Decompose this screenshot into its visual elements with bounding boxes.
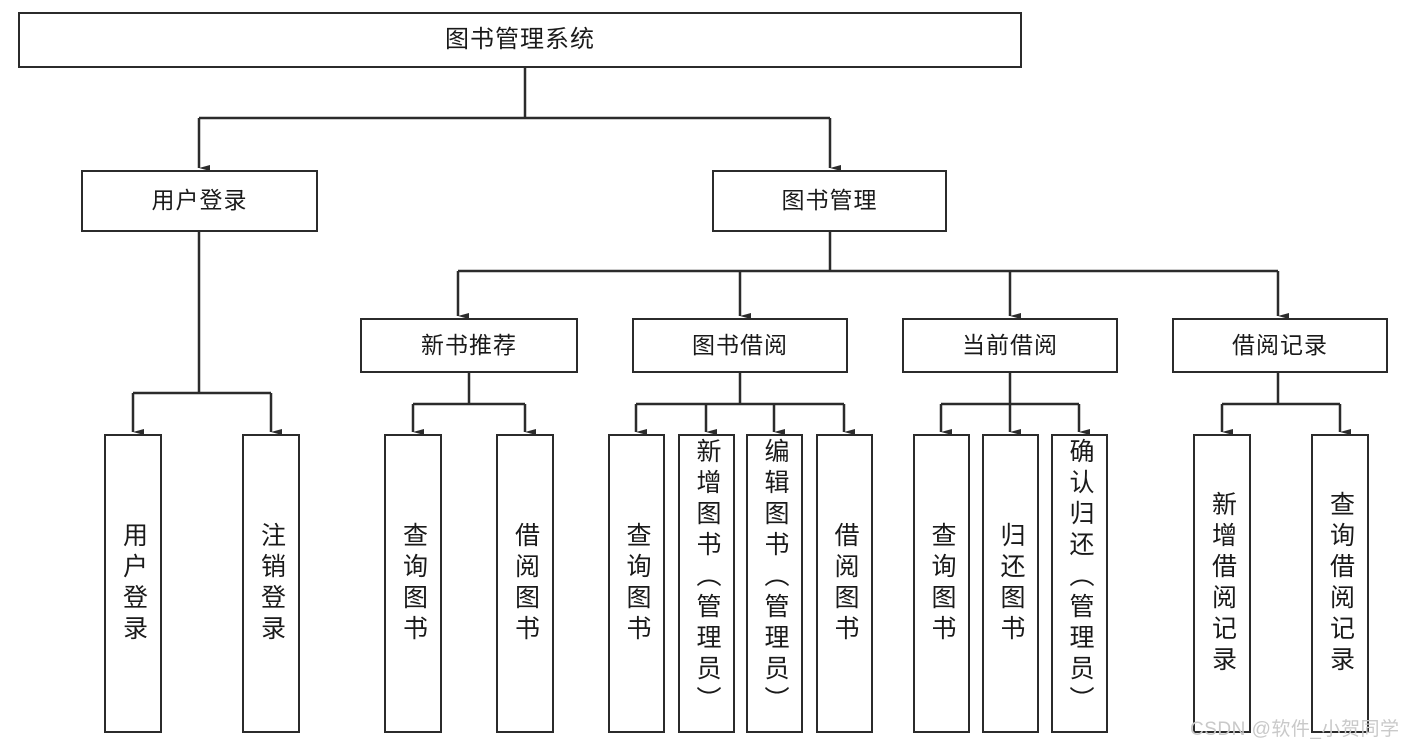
node-label: 图书管理系统 (445, 25, 595, 53)
node-label: 查询图书 (399, 521, 428, 646)
node-leaf-add-book-admin[interactable]: 新增图书（管理员） (678, 434, 735, 733)
node-root-book-management-system[interactable]: 图书管理系统 (18, 12, 1022, 68)
node-leaf-edit-book-admin[interactable]: 编辑图书（管理员） (746, 434, 803, 733)
node-label: 注销登录 (257, 521, 286, 646)
node-leaf-borrow-book-borrowing[interactable]: 借阅图书 (816, 434, 873, 733)
node-leaf-query-borrow-record[interactable]: 查询借阅记录 (1311, 434, 1369, 733)
node-label: 图书管理 (781, 187, 878, 214)
node-label: 借阅记录 (1232, 331, 1328, 358)
node-label: 图书借阅 (692, 331, 788, 358)
node-label: 查询借阅记录 (1326, 490, 1355, 677)
node-label: 查询图书 (928, 521, 956, 646)
node-label: 新书推荐 (421, 331, 517, 358)
node-current-borrowing[interactable]: 当前借阅 (902, 318, 1118, 373)
node-leaf-query-book-borrowing[interactable]: 查询图书 (608, 434, 665, 733)
node-label: 编辑图书（管理员） (761, 438, 789, 717)
node-borrowing-records[interactable]: 借阅记录 (1172, 318, 1388, 373)
node-new-book-recommendation[interactable]: 新书推荐 (360, 318, 578, 373)
node-leaf-borrow-book-recommend[interactable]: 借阅图书 (496, 434, 554, 733)
node-leaf-confirm-return-admin[interactable]: 确认归还（管理员） (1051, 434, 1108, 733)
node-label: 借阅图书 (831, 521, 859, 646)
node-label: 归还图书 (997, 521, 1025, 646)
node-label: 新增借阅记录 (1208, 490, 1237, 677)
node-label: 查询图书 (623, 521, 651, 646)
watermark-csdn: CSDN @软件_小贺同学 (1190, 719, 1400, 740)
node-leaf-query-book-current[interactable]: 查询图书 (913, 434, 970, 733)
node-book-borrowing[interactable]: 图书借阅 (632, 318, 848, 373)
node-leaf-add-borrow-record[interactable]: 新增借阅记录 (1193, 434, 1251, 733)
node-leaf-user-login[interactable]: 用户登录 (104, 434, 162, 733)
node-leaf-logout[interactable]: 注销登录 (242, 434, 300, 733)
node-label: 用户登录 (119, 521, 148, 646)
node-label: 借阅图书 (511, 521, 540, 646)
node-leaf-query-book-recommend[interactable]: 查询图书 (384, 434, 442, 733)
node-label: 新增图书（管理员） (693, 438, 721, 717)
node-leaf-return-book[interactable]: 归还图书 (982, 434, 1039, 733)
node-user-login[interactable]: 用户登录 (81, 170, 318, 232)
node-label: 当前借阅 (962, 331, 1058, 358)
node-label: 用户登录 (151, 187, 248, 214)
node-label: 确认归还（管理员） (1066, 438, 1094, 717)
node-book-management[interactable]: 图书管理 (712, 170, 947, 232)
